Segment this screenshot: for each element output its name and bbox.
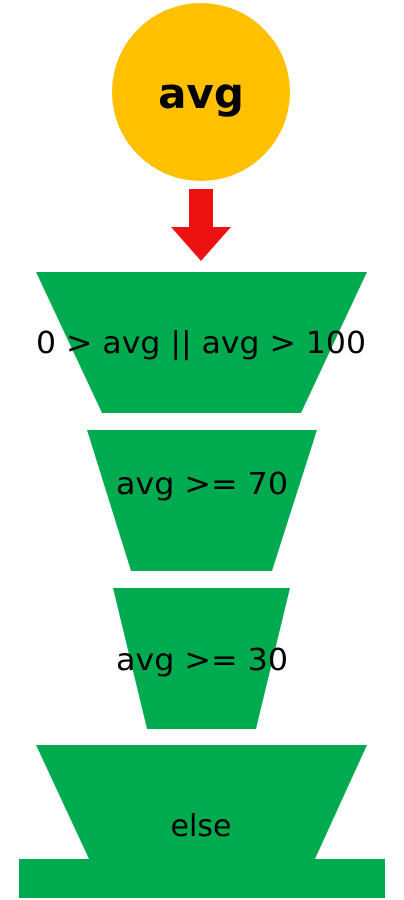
stage-3-trapezoid xyxy=(113,588,290,729)
stage-2-trapezoid xyxy=(87,430,317,571)
stage-1-trapezoid xyxy=(36,272,367,413)
stage-4-shape xyxy=(19,745,385,898)
input-node-circle xyxy=(112,3,290,181)
stage-3-label: avg >= 30 xyxy=(116,643,288,678)
down-arrow-icon xyxy=(171,189,231,261)
stage-2-label: avg >= 70 xyxy=(116,467,288,502)
stage-4-label: else xyxy=(171,809,232,844)
input-node-label: avg xyxy=(158,69,244,118)
stage-1-label: 0 > avg || avg > 100 xyxy=(36,326,366,361)
